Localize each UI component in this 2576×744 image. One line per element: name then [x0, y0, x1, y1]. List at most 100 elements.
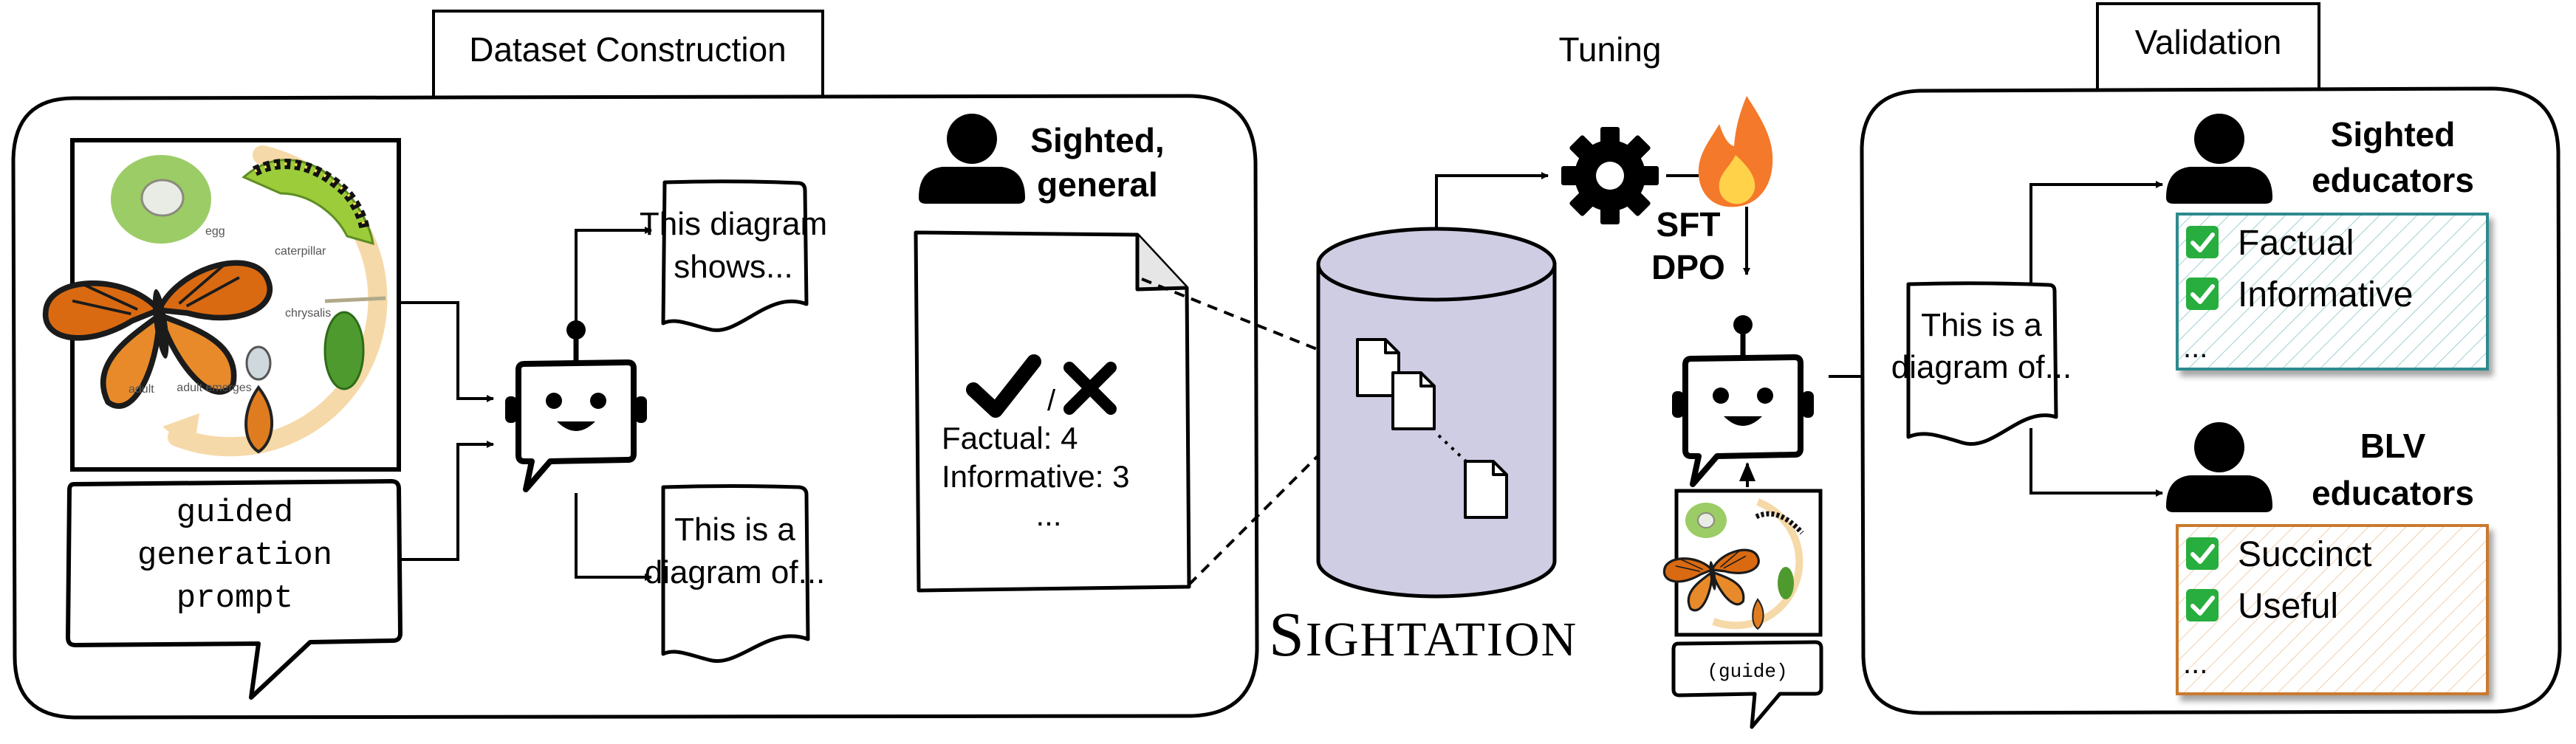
sighted-educators-label-line-1: Sighted — [2331, 115, 2456, 154]
output-text-line-2: shows... — [674, 249, 792, 285]
caterpillar-icon — [252, 159, 370, 232]
lifecycle-label-adult: adult — [129, 383, 154, 396]
criterion-useful: Useful — [2238, 587, 2338, 626]
prompt-to-robot-arrow — [400, 441, 494, 561]
dataset-name-initial: S — [1269, 599, 1306, 669]
cross-mark-icon — [1063, 362, 1117, 415]
check-icon — [2186, 589, 2219, 621]
to-sighted-educators-arrow — [2029, 181, 2163, 283]
dataset-name-rest: IGHTATION — [1306, 613, 1578, 666]
header-box — [432, 10, 824, 100]
check-icon — [2186, 226, 2219, 258]
small-bubble-shape — [1671, 640, 1823, 729]
rating-document: / Factual: 4 Informative: 3 ... — [914, 230, 1191, 593]
gear-icon — [1561, 127, 1659, 224]
small-guide-bubble: (guide) — [1671, 640, 1823, 729]
robot-output-connectors — [575, 227, 652, 581]
criteria-box-hatch — [2179, 216, 2486, 368]
rating-factual: Factual: 4 — [942, 421, 1078, 455]
small-caterpillar-icon — [1755, 511, 1804, 535]
prompt-bubble-shape — [66, 479, 402, 700]
small-bubble-text: (guide) — [1707, 661, 1787, 683]
lifecycle-image: egg caterpillar chrysalis adult emerges … — [42, 138, 401, 472]
rating-doc-fold — [1135, 235, 1188, 292]
cycle-arrowhead — [162, 413, 199, 452]
header-box — [2096, 2, 2320, 92]
to-blv-educators-arrow — [2029, 428, 2163, 497]
dataset-name: SIGHTATION — [1269, 599, 1578, 669]
dataset-construction-header: Dataset Construction — [432, 10, 824, 100]
flame-icon — [1698, 96, 1773, 207]
validation-caption-doc: This is a diagram of... — [1891, 281, 2072, 447]
sightation-dataset-cylinder — [1316, 227, 1557, 599]
sighted-educators-label-line-2: educators — [2312, 161, 2474, 199]
lifecycle-label-chrysalis: chrysalis — [285, 307, 331, 320]
small-egg-icon — [1697, 512, 1715, 528]
criterion-succinct: Succinct — [2238, 535, 2371, 574]
output-doc-shape — [661, 484, 810, 664]
prompt-line-3: prompt — [177, 580, 293, 617]
tuned-robot-icon — [1672, 315, 1814, 484]
output-text-line-2: diagram of... — [645, 554, 826, 590]
criteria-more: ... — [2183, 331, 2207, 364]
output-text-line-1: This is a — [674, 512, 795, 548]
prompt-line-2: generation — [137, 537, 332, 574]
output-doc-top: This diagram shows... — [640, 179, 827, 332]
check-icon — [2186, 278, 2219, 310]
robot-to-bottom-output-arrow — [575, 493, 652, 581]
robot-to-top-output-arrow — [575, 227, 652, 325]
small-emerging-icon — [1752, 598, 1764, 630]
sighted-general-label-line-1: Sighted, — [1030, 121, 1164, 159]
input-connectors — [400, 301, 494, 561]
image-to-robot-arrow — [400, 301, 494, 402]
rating-ellipsis: ... — [1035, 497, 1061, 532]
egg-icon — [140, 179, 185, 217]
caption-doc-shape — [1906, 281, 2058, 447]
check-icon — [2186, 537, 2219, 570]
header-title: Validation — [2135, 23, 2282, 61]
validation-header: Validation — [2096, 2, 2320, 92]
output-text-line-1: This diagram — [640, 206, 827, 242]
criteria-more: ... — [2183, 647, 2207, 680]
blv-educators-label-line-1: BLV — [2360, 427, 2426, 465]
tuning-header: Tuning — [1559, 30, 1662, 69]
emerging-adult-icon — [244, 385, 274, 454]
prompt-line-1: guided — [177, 495, 293, 531]
dataset-to-tuning-arrow — [1435, 172, 1549, 229]
lifecycle-label-caterpillar: caterpillar — [275, 245, 326, 258]
lifecycle-label-adult-emerges: adult emerges — [177, 382, 251, 394]
twig-icon — [324, 296, 386, 303]
caption-line-1: This is a — [1921, 307, 2042, 343]
validation-connectors — [2029, 181, 2163, 497]
dpo-label: DPO — [1651, 248, 1725, 286]
caption-line-2: diagram of... — [1891, 349, 2072, 385]
prompt-bubble: guided generation prompt — [66, 479, 402, 700]
criterion-informative: Informative — [2238, 275, 2413, 314]
criterion-factual: Factual — [2238, 224, 2354, 263]
document-icon — [1464, 460, 1508, 519]
small-chrysalis-icon — [1778, 567, 1794, 599]
small-lifecycle-image — [1661, 489, 1823, 637]
rating-informative: Informative: 3 — [942, 459, 1129, 494]
blv-criteria-box: Succinct Useful ... — [2176, 524, 2489, 695]
lifecycle-label-egg: egg — [205, 225, 225, 238]
document-ellipsis-dots — [1437, 434, 1467, 463]
chrysalis-icon — [323, 311, 365, 390]
criteria-box-hatch — [2179, 527, 2486, 692]
zoom-line-top — [1141, 278, 1358, 367]
sighted-criteria-box: Factual Informative ... — [2176, 213, 2489, 371]
empty-chrysalis-icon — [245, 345, 272, 381]
blv-educators-label-line-2: educators — [2312, 474, 2474, 512]
sft-label: SFT — [1657, 205, 1721, 244]
sighted-general-label-line-2: general — [1037, 165, 1158, 204]
header-title: Dataset Construction — [469, 30, 787, 69]
rating-doc-shape — [914, 230, 1191, 593]
cylinder-top — [1316, 227, 1557, 302]
output-doc-shape — [661, 179, 809, 332]
rating-slash: / — [1047, 385, 1056, 417]
document-icon — [1391, 371, 1436, 430]
output-doc-bottom: This is a diagram of... — [645, 484, 826, 664]
check-mark-icon — [966, 354, 1041, 418]
cylinder-body — [1316, 262, 1557, 599]
